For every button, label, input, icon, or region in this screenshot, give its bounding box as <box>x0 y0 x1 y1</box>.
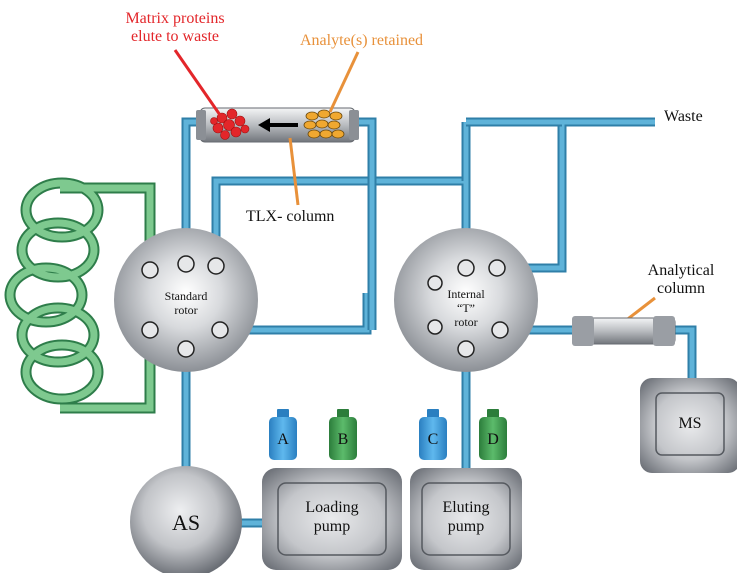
bottle-d-label: D <box>487 431 499 448</box>
bottle-a-label: A <box>277 431 289 448</box>
analytical-label-line1: Analytical <box>647 262 715 279</box>
waste-label: Waste <box>664 108 703 125</box>
port <box>427 275 443 291</box>
bottle-c-label: C <box>427 431 439 448</box>
internal-t-rotor <box>394 228 538 372</box>
port <box>427 319 443 335</box>
loading-pump-label: Loading pump <box>280 498 384 536</box>
analyte-cluster <box>303 109 345 139</box>
port <box>457 259 475 277</box>
loading-pump-line1: Loading <box>305 499 359 516</box>
analytical-column <box>572 316 676 346</box>
bottle-a <box>269 409 297 460</box>
standard-rotor <box>114 228 258 372</box>
autosampler <box>130 466 242 573</box>
ms-label: MS <box>678 415 702 432</box>
port <box>457 340 475 358</box>
port <box>211 321 229 339</box>
matrix-proteins-label: Matrix proteins elute to waste <box>105 10 245 47</box>
eluting-pump <box>410 468 522 570</box>
port <box>207 257 225 275</box>
port <box>177 340 195 358</box>
standard-rotor-label: Standard rotor <box>146 289 226 318</box>
loading-pump <box>262 468 402 570</box>
tlx-column-label: TLX- column <box>246 208 335 225</box>
as-label: AS <box>171 510 201 535</box>
standard-rotor-line1: Standard <box>164 289 208 303</box>
eluting-pump-line1: Eluting <box>442 499 490 516</box>
port <box>141 321 159 339</box>
internal-rotor-line2: “T” <box>457 300 475 315</box>
eluting-pump-label: Eluting pump <box>424 498 508 536</box>
bottle-d <box>479 409 507 460</box>
bottle-b <box>329 409 357 460</box>
standard-rotor-line2: rotor <box>174 302 198 317</box>
analytical-label-line2: column <box>657 280 705 298</box>
bottle-b-label: B <box>337 431 349 448</box>
internal-rotor-line3: rotor <box>454 314 478 329</box>
port <box>177 255 195 273</box>
loading-pump-line2: pump <box>313 518 351 536</box>
analyte-retained-label: Analyte(s) retained <box>300 32 424 49</box>
analytical-column-label: Analytical column <box>638 262 724 299</box>
eluting-pump-line2: pump <box>447 518 485 536</box>
flow-arrow <box>258 118 298 132</box>
internal-rotor-line1: Internal <box>447 287 485 301</box>
port <box>491 321 509 339</box>
port <box>141 261 159 279</box>
internal-rotor-label: Internal “T” rotor <box>431 287 501 329</box>
matrix-protein-cluster <box>210 108 250 140</box>
ms-box <box>640 378 737 473</box>
bottle-c <box>419 409 447 460</box>
tlx-column <box>196 107 359 143</box>
matrix-label-line2: elute to waste <box>131 28 219 46</box>
port <box>488 259 506 277</box>
leader-lines <box>173 49 656 327</box>
matrix-label-line1: Matrix proteins <box>125 10 225 27</box>
